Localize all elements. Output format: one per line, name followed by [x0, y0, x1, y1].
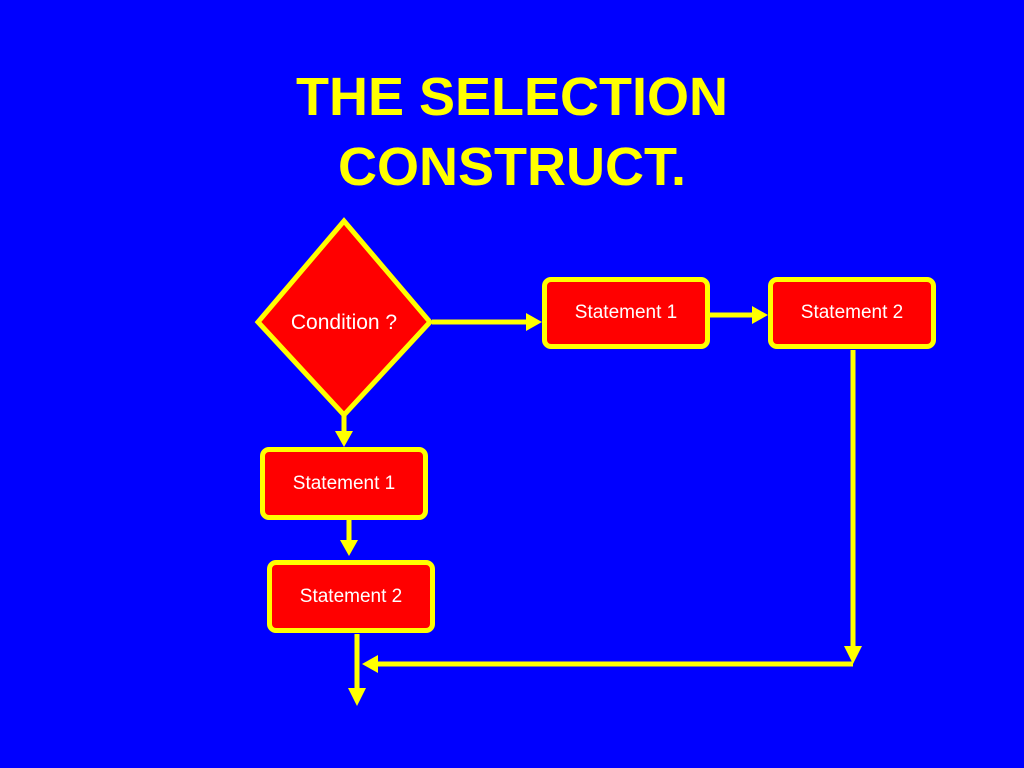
arrowhead-right-statement-2 — [752, 306, 768, 324]
arrowhead-merge — [362, 655, 378, 673]
right-statement-1-box: Statement 1 — [542, 277, 710, 349]
condition-diamond — [254, 217, 434, 419]
arrowhead-left-statement-2 — [340, 540, 358, 556]
arrowhead-exit — [348, 688, 366, 706]
title-line-1: THE SELECTION — [295, 67, 729, 127]
title-line-2: CONSTRUCT. — [338, 137, 686, 197]
arrowhead-left-statement-1 — [335, 431, 353, 447]
arrowhead-right-statement-1 — [526, 313, 542, 331]
slide-title: THE SELECTION CONSTRUCT. — [0, 62, 1024, 202]
right-statement-2-box: Statement 2 — [768, 277, 936, 349]
connectors — [335, 306, 862, 706]
condition-label: Condition ? — [290, 311, 398, 334]
left-statement-1-box: Statement 1 — [260, 447, 428, 520]
left-statement-2-box: Statement 2 — [267, 560, 435, 633]
arrowhead-right-down — [844, 646, 862, 664]
